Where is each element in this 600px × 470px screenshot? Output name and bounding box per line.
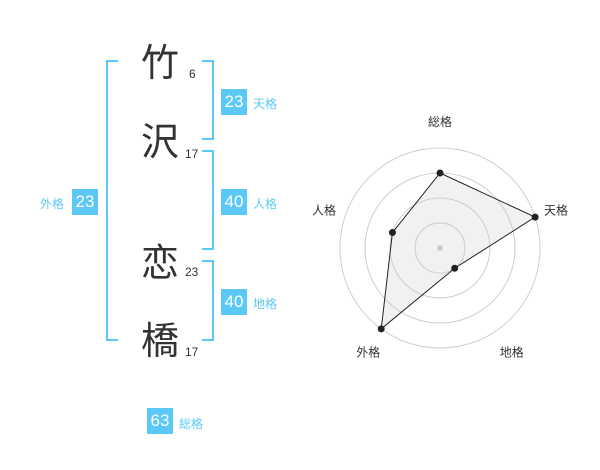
gaikaku-label: 外格 xyxy=(40,197,65,211)
radar-point-2 xyxy=(531,213,539,221)
name-char-2: 沢 xyxy=(141,120,180,164)
stroke-count-3: 23 xyxy=(185,265,199,279)
radar-axis-label-4: 外格 xyxy=(356,345,380,360)
radar-area xyxy=(380,172,537,331)
tenkaku-value: 23 xyxy=(221,89,247,115)
radar-ring xyxy=(389,197,491,299)
name-char-3: 恋 xyxy=(141,241,180,285)
chikaku-value: 40 xyxy=(221,289,247,315)
radar-center xyxy=(437,245,443,251)
radar-point-3 xyxy=(451,264,459,272)
gaikaku-value: 23 xyxy=(72,189,98,215)
radar-axis-label-2: 天格 xyxy=(544,202,568,217)
chikaku-bracket xyxy=(202,260,214,341)
radar-axis-label-5: 人格 xyxy=(312,202,336,217)
tenkaku-label: 天格 xyxy=(253,97,278,111)
soukaku-label: 総格 xyxy=(179,417,204,431)
soukaku-value: 63 xyxy=(147,408,173,434)
name-char-1: 竹 xyxy=(141,41,180,85)
chikaku-label: 地格 xyxy=(253,297,278,311)
radar-ring xyxy=(339,147,541,349)
jinkaku-value: 40 xyxy=(221,189,247,215)
stroke-count-4: 17 xyxy=(185,345,199,359)
radar-point-5 xyxy=(388,229,396,237)
tenkaku-bracket xyxy=(202,60,214,140)
stroke-count-1: 6 xyxy=(189,67,196,81)
radar-axis-label-3: 地格 xyxy=(500,345,524,360)
gaikaku-bracket xyxy=(106,60,118,341)
radar-point-4 xyxy=(377,325,385,333)
radar-ring xyxy=(414,222,466,274)
radar-point-1 xyxy=(436,169,444,177)
jinkaku-label: 人格 xyxy=(253,197,278,211)
stroke-count-2: 17 xyxy=(185,147,199,161)
jinkaku-bracket xyxy=(202,150,214,250)
name-char-4: 橋 xyxy=(141,319,180,363)
radar-axis-label-1: 総格 xyxy=(428,114,452,129)
